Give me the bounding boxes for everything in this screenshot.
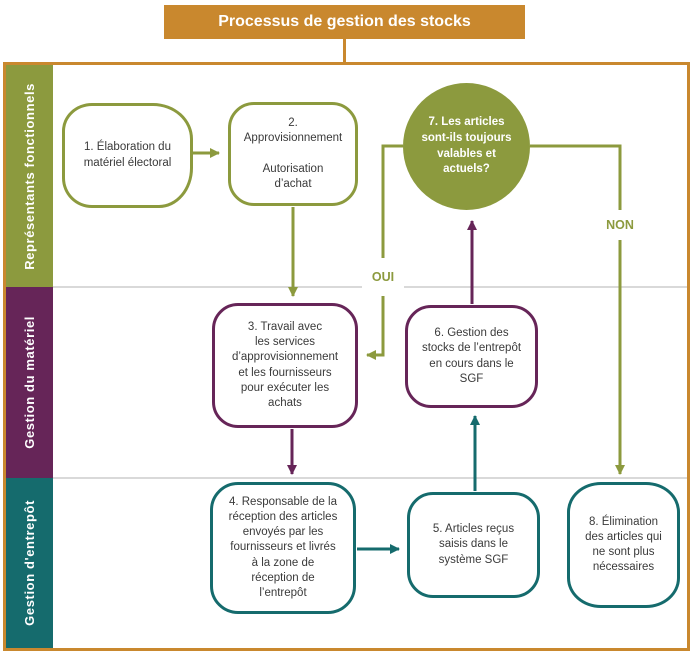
step-1-elaboration-box: 1. Élaboration du matériel électoral: [62, 103, 193, 208]
step-3-travail-services-box: 3. Travail avec les services d’approvisi…: [212, 303, 358, 428]
step-6-gestion-stocks-box: 6. Gestion des stocks de l’entrepôt en c…: [405, 305, 538, 408]
title-connector-line: [343, 39, 346, 62]
step-4-reception-articles-box: 4. Responsable de la réception des artic…: [210, 482, 356, 614]
lane-divider-2: [53, 477, 687, 479]
step-5-articles-saisis-box: 5. Articles reçus saisis dans le système…: [407, 492, 540, 598]
step-7-decision-circle: 7. Les articles sont-ils toujours valabl…: [403, 83, 530, 210]
lane-functional-representatives: Représentants fonctionnels: [6, 65, 53, 287]
lane-label: Gestion du matériel: [22, 316, 37, 449]
lane-warehouse-management: Gestion d'entrepôt: [6, 478, 53, 648]
page-title: Processus de gestion des stocks: [164, 5, 525, 39]
lane-material-management: Gestion du matériel: [6, 287, 53, 478]
edge-label-non: NON: [598, 210, 642, 240]
step-2-approvisionnement-box: 2. Approvisionnement Autorisation d’acha…: [228, 102, 358, 206]
lane-label: Représentants fonctionnels: [22, 82, 37, 270]
edge-label-oui: OUI: [362, 258, 404, 296]
lane-label: Gestion d'entrepôt: [22, 500, 37, 626]
step-8-elimination-box: 8. Élimination des articles qui ne sont …: [567, 482, 680, 608]
